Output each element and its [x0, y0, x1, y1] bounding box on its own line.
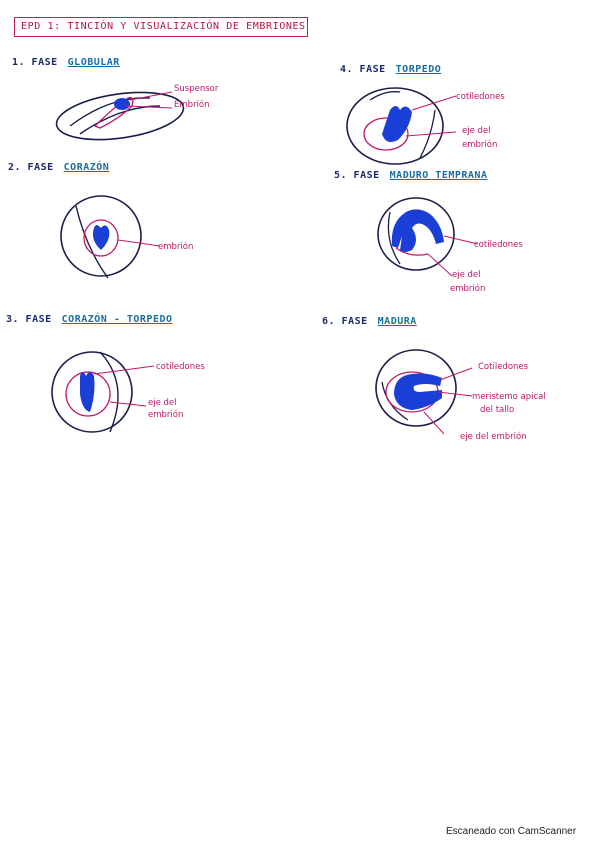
label-line [427, 253, 453, 277]
label-embryo: Embrión [174, 100, 210, 110]
phase-5-number: 5. FASE [334, 170, 380, 181]
label-embryo: embrión [158, 242, 194, 252]
phase-6-drawing [375, 349, 473, 435]
phase-2-heading: 2. FASE CORAZÓN [8, 162, 109, 173]
phase-1-number: 1. FASE [12, 57, 58, 68]
phase-6-number: 6. FASE [322, 316, 368, 327]
phase-1-drawing [55, 91, 185, 141]
endosperm-outline [65, 371, 111, 417]
label-line [93, 365, 155, 375]
label-cotyledons: Cotiledones [478, 362, 529, 372]
phase-2-drawing [60, 195, 161, 279]
seed-coat-line [99, 351, 119, 433]
mature-embryo [394, 373, 442, 410]
seed-outline [377, 197, 455, 271]
label-line [117, 239, 161, 247]
page-title: EPD 1: TINCIÓN Y VISUALIZACIÓN DE EMBRIO… [14, 17, 308, 37]
label-meristem-1: meristemo apical [472, 392, 546, 402]
phase-6-heading: 6. FASE MADURA [322, 316, 417, 327]
label-axis-1: eje del [462, 126, 491, 136]
label-line [109, 401, 147, 407]
scanner-watermark: Escaneado con CamScanner [446, 826, 577, 837]
label-line [411, 95, 457, 111]
heart-embryo [92, 225, 110, 250]
seed-outline [346, 87, 444, 165]
phase-3-name: CORAZÓN - TORPEDO [61, 314, 173, 325]
phase-3-heading: 3. FASE CORAZÓN - TORPEDO [6, 314, 173, 325]
label-axis-1: eje del [148, 398, 177, 408]
seed-outline [55, 91, 185, 141]
endosperm-outline [83, 219, 119, 257]
cotyledon-embryo [391, 209, 444, 252]
label-cotyledons: cotiledones [156, 362, 205, 372]
phase-4-name: TORPEDO [395, 64, 442, 75]
label-axis-2: embrión [462, 140, 498, 150]
seed-coat-line [369, 91, 401, 101]
label-meristem-2: del tallo [480, 405, 515, 415]
label-line [405, 131, 457, 137]
phase-4-number: 4. FASE [340, 64, 386, 75]
label-cotyledons: cotiledones [474, 240, 523, 250]
seed-outline [375, 349, 457, 427]
torpedo-embryo [382, 106, 412, 142]
phase-2-number: 2. FASE [8, 162, 54, 173]
seed-coat-line [75, 205, 109, 279]
label-suspensor: Suspensor [174, 84, 219, 94]
seed-coat-line [387, 211, 401, 265]
endosperm-outline [395, 247, 429, 256]
phase-1-heading: 1. FASE GLOBULAR [12, 57, 120, 68]
seed-coat-line [79, 105, 161, 135]
label-line [443, 235, 479, 245]
phase-3-drawing [51, 351, 155, 433]
label-axis-1: eje del [452, 270, 481, 280]
phase-5-heading: 5. FASE MADURO TEMPRANA [334, 170, 487, 181]
label-cotyledons: cotiledones [456, 92, 505, 102]
embryo-blob [114, 98, 130, 110]
phase-2-name: CORAZÓN [63, 162, 110, 173]
label-line [437, 391, 473, 397]
label-axis-2: embrión [148, 410, 184, 420]
label-line [125, 105, 173, 109]
phase-5-name: MADURO TEMPRANA [389, 170, 488, 181]
label-line [439, 367, 473, 381]
endosperm-outline [363, 117, 409, 151]
label-line [129, 91, 173, 101]
phase-4-heading: 4. FASE TORPEDO [340, 64, 441, 75]
phase-4-drawing [346, 87, 457, 165]
label-axis-2: embrión [450, 284, 486, 294]
phase-1-name: GLOBULAR [67, 57, 120, 68]
phase-5-drawing [377, 197, 479, 277]
label-axis: eje del embrión [460, 432, 527, 442]
seed-outline [51, 351, 133, 433]
seed-outline [60, 195, 142, 277]
label-line [423, 411, 445, 435]
phase-3-number: 3. FASE [6, 314, 52, 325]
torpedo-embryo [80, 372, 95, 412]
phase-6-name: MADURA [377, 316, 417, 327]
